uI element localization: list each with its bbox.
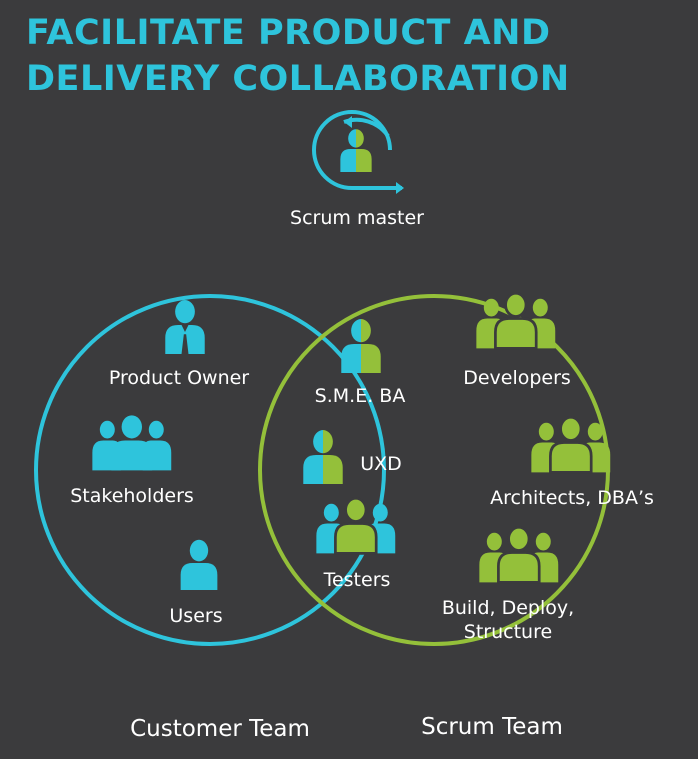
build-deploy-label: Build, Deploy, Structure [442, 596, 574, 644]
developers-label: Developers [463, 367, 571, 389]
uxd-label: UXD [360, 453, 402, 475]
person-with-tie-icon [165, 300, 205, 354]
cycle-person-icon [312, 110, 404, 194]
group-icon [477, 525, 560, 584]
product-owner-label: Product Owner [108, 367, 250, 389]
users-label: Users [169, 605, 223, 627]
build-deploy-line-1: Build, Deploy, [441, 597, 575, 619]
half-blue-half-green-person-icon [303, 430, 342, 484]
scrum-master-label: Scrum master [290, 207, 424, 229]
build-deploy-line-2: Structure [463, 621, 553, 643]
group-icon [529, 415, 612, 474]
sme-ba-label: S.M.E. BA [314, 385, 406, 407]
customer-team-circle [34, 294, 386, 646]
group-icon [92, 415, 172, 471]
architects-dba-label: Architects, DBA’s [490, 487, 654, 509]
scrum-team-label: Scrum Team [421, 714, 563, 740]
title-line-1: FACILITATE PRODUCT AND [26, 13, 551, 53]
customer-team-label: Customer Team [130, 716, 310, 742]
mixed-group-icon [316, 496, 396, 555]
person-icon [180, 539, 218, 590]
group-icon [474, 291, 557, 350]
testers-label: Testers [323, 569, 391, 591]
stakeholders-label: Stakeholders [70, 485, 194, 507]
half-blue-half-green-person-icon [341, 319, 380, 373]
page-title: FACILITATE PRODUCT AND DELIVERY COLLABOR… [26, 10, 686, 102]
title-line-2: DELIVERY COLLABORATION [26, 59, 570, 99]
